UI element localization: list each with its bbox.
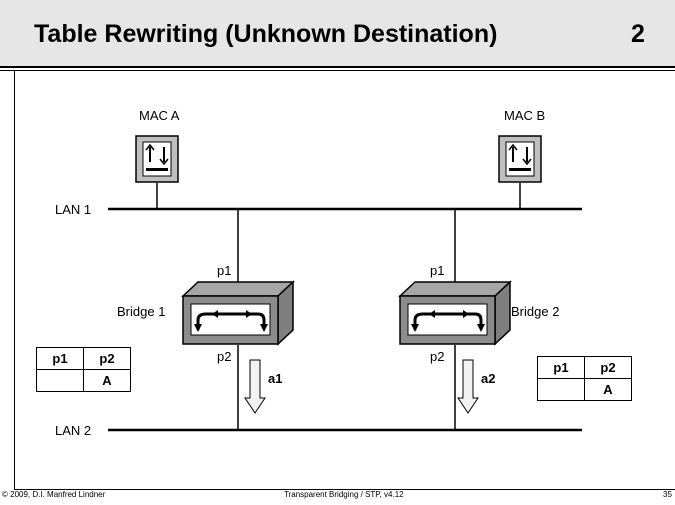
frame-arrow-a1	[244, 359, 266, 414]
lan2-label: LAN 2	[55, 423, 91, 438]
footer-course: Transparent Bridging / STP, v4.12	[284, 490, 404, 499]
frame-arrow-a2	[457, 359, 479, 414]
table-header-p1: p1	[36, 347, 84, 370]
host-mac-a	[135, 135, 179, 209]
footer-copyright: © 2009, D.I. Manfred Lindner	[2, 490, 106, 499]
bridge1-label: Bridge 1	[117, 304, 165, 319]
forwarding-table-bridge2: p1 p2 A	[537, 356, 632, 401]
bridge1-port-p2: p2	[217, 349, 231, 364]
arrow-label-a2: a2	[481, 371, 495, 386]
arrow-label-a1: a1	[268, 371, 282, 386]
bridge2-port-p2: p2	[430, 349, 444, 364]
bridge2-port-p1: p1	[430, 263, 444, 278]
forwarding-table-bridge1: p1 p2 A	[36, 347, 131, 392]
table-cell-p1	[537, 378, 585, 401]
host-mac-b	[498, 135, 542, 209]
table-header-p1: p1	[537, 356, 585, 379]
header-rule	[0, 66, 675, 68]
bridge-2	[398, 209, 512, 430]
table-cell-p2: A	[83, 369, 131, 392]
footer-page-number: 35	[663, 490, 672, 499]
bridge-1	[181, 209, 295, 430]
slide-header: Table Rewriting (Unknown Destination) 2	[0, 0, 675, 66]
bridge2-label: Bridge 2	[511, 304, 559, 319]
table-header-p2: p2	[584, 356, 632, 379]
mac-a-label: MAC A	[139, 108, 180, 123]
mac-b-label: MAC B	[504, 108, 545, 123]
bridge1-port-p1: p1	[217, 263, 231, 278]
footer-rule	[14, 489, 675, 490]
table-header-p2: p2	[83, 347, 131, 370]
left-margin-rule	[14, 71, 15, 489]
slide-number: 2	[631, 20, 645, 48]
header-rule-thin	[0, 70, 675, 71]
table-cell-p2: A	[584, 378, 632, 401]
lan1-label: LAN 1	[55, 202, 91, 217]
table-cell-p1	[36, 369, 84, 392]
slide-title: Table Rewriting (Unknown Destination)	[34, 20, 498, 48]
